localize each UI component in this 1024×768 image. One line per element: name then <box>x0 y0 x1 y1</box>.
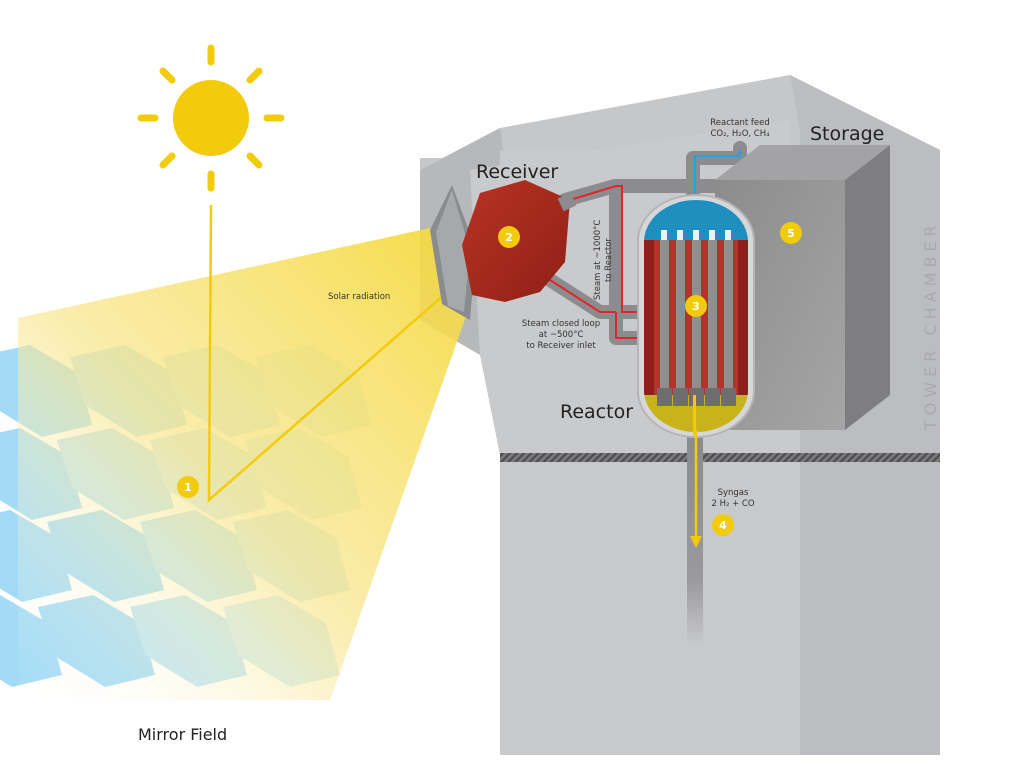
mirror-field-label: Mirror Field <box>138 725 227 744</box>
svg-text:Steam closed loop: Steam closed loop <box>522 319 600 329</box>
svg-text:Steam at ~1000°C: Steam at ~1000°C <box>593 220 603 300</box>
tube-cap <box>677 230 683 242</box>
receiver-label: Receiver <box>476 161 558 183</box>
tube-base <box>657 388 672 406</box>
reactant-feed-label: Reactant feed CO₂, H₂O, CH₄ <box>710 118 770 139</box>
tube-base <box>673 388 688 406</box>
svg-text:2: 2 <box>505 231 513 244</box>
svg-text:to Reactor: to Reactor <box>604 238 614 282</box>
svg-text:to Receiver inlet: to Receiver inlet <box>526 341 596 351</box>
tube-base <box>705 388 720 406</box>
steam-to-reactor-label: Steam at ~1000°C to Reactor <box>593 220 614 300</box>
step-badge-4: 4 <box>712 514 734 536</box>
storage-label: Storage <box>810 123 884 145</box>
reactor-label: Reactor <box>560 401 633 423</box>
tube-cap <box>725 230 731 242</box>
solar-radiation-beam <box>18 228 470 700</box>
reactor-tube <box>660 240 669 390</box>
step-badge-2: 2 <box>498 226 520 248</box>
svg-text:1: 1 <box>184 481 192 494</box>
step-badge-5: 5 <box>780 222 802 244</box>
tube-cap <box>709 230 715 242</box>
syngas-label: Syngas 2 H₂ + CO <box>711 488 754 509</box>
svg-text:2 H₂ + CO: 2 H₂ + CO <box>711 499 754 509</box>
svg-text:CO₂, H₂O, CH₄: CO₂, H₂O, CH₄ <box>710 129 770 139</box>
sun-icon <box>137 44 285 192</box>
solar-radiation-label: Solar radiation <box>328 292 390 302</box>
syngas-arrow <box>690 430 702 548</box>
reactor-tube <box>708 240 717 390</box>
tower-chamber-label: TOWER CHAMBER <box>921 220 940 431</box>
step-badge-3: 3 <box>685 295 707 317</box>
tube-base <box>721 388 736 406</box>
tube-cap <box>661 230 667 242</box>
reactor-tube <box>724 240 733 390</box>
svg-text:Reactant feed: Reactant feed <box>710 118 769 128</box>
floor-divider <box>500 453 940 462</box>
tube-base <box>689 388 704 406</box>
svg-text:5: 5 <box>787 227 795 240</box>
steam-loop-label: Steam closed loop at ~500°C to Receiver … <box>522 319 600 351</box>
svg-text:at ~500°C: at ~500°C <box>539 330 584 340</box>
svg-text:3: 3 <box>692 300 700 313</box>
step-badge-1: 1 <box>177 476 199 498</box>
svg-text:4: 4 <box>719 519 727 532</box>
svg-text:Syngas: Syngas <box>718 488 749 498</box>
reactor-tube <box>676 240 685 390</box>
tube-cap <box>693 230 699 242</box>
tower-lower <box>500 455 800 755</box>
